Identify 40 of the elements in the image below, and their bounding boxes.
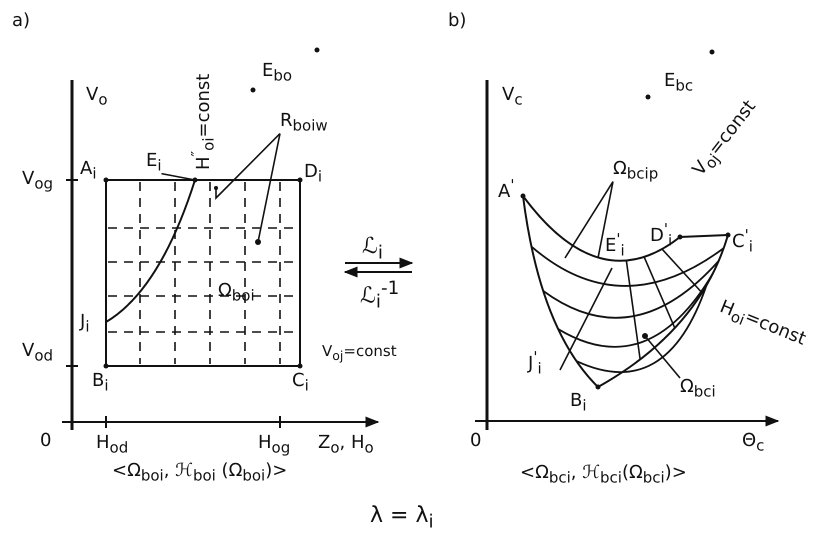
point-label: B$_{i}$ xyxy=(92,372,109,394)
leader-line xyxy=(161,172,196,181)
axis-label: V$_{o}$ xyxy=(86,86,108,108)
leader-line xyxy=(597,181,614,258)
leader-line xyxy=(215,133,281,200)
point-label: E$_{i}$ xyxy=(146,152,162,174)
set-label: E$_{bo}$ xyxy=(262,62,292,84)
point-label: J$_{i}$ xyxy=(80,313,90,335)
formula: <Ω$_{bci}$, ℋ$_{bci}$(Ω$_{bci}$)> xyxy=(520,464,687,486)
curve-label: V$_{oj}$=const xyxy=(322,344,397,362)
tick-label: H$_{od}$ xyxy=(96,434,128,456)
set-label: E$_{bc}$ xyxy=(664,72,694,94)
region-label: R$_{boiw}$ xyxy=(280,112,328,134)
mapping-label: ℒ$_{i}$ xyxy=(362,236,383,263)
point-marker xyxy=(192,178,198,182)
point-label: A$_{i}$ xyxy=(80,160,96,182)
region-label: Ω$_{bci}$ xyxy=(680,378,716,400)
point-label: D$_{i}$ xyxy=(304,163,322,185)
tick-label: V$_{og}$ xyxy=(22,170,54,192)
point-label: B$_{i}$ xyxy=(570,392,587,414)
tick-label: V$_{od}$ xyxy=(22,342,54,364)
tick-label: 0 xyxy=(470,432,482,450)
tick-label: H$_{og}$ xyxy=(258,434,290,456)
formula: <Ω$_{boi}$, ℋ$_{boi}$ (Ω$_{boi}$)> xyxy=(112,462,288,484)
leader-line xyxy=(257,133,281,242)
panel-label: a) xyxy=(12,12,30,30)
formula: λ = λ$_{i}$ xyxy=(370,505,434,532)
point-marker xyxy=(255,239,261,245)
axis-label: Θ$_{c}$ xyxy=(742,432,764,454)
point-label: A$^{'}$ xyxy=(498,178,514,201)
panel-label: b) xyxy=(448,12,466,30)
axis-label: V$_{c}$ xyxy=(502,86,523,108)
leader-line xyxy=(644,335,681,379)
region-label: Ω$_{bcip}$ xyxy=(613,160,658,182)
point-marker xyxy=(214,186,218,190)
tick-label: 0 xyxy=(40,432,52,450)
leader-line xyxy=(564,181,614,258)
point-marker xyxy=(642,333,648,339)
point-label: C$_{i}$ xyxy=(292,372,309,394)
axis-label: Z$_{o}$, H$_{o}$ xyxy=(318,434,374,456)
